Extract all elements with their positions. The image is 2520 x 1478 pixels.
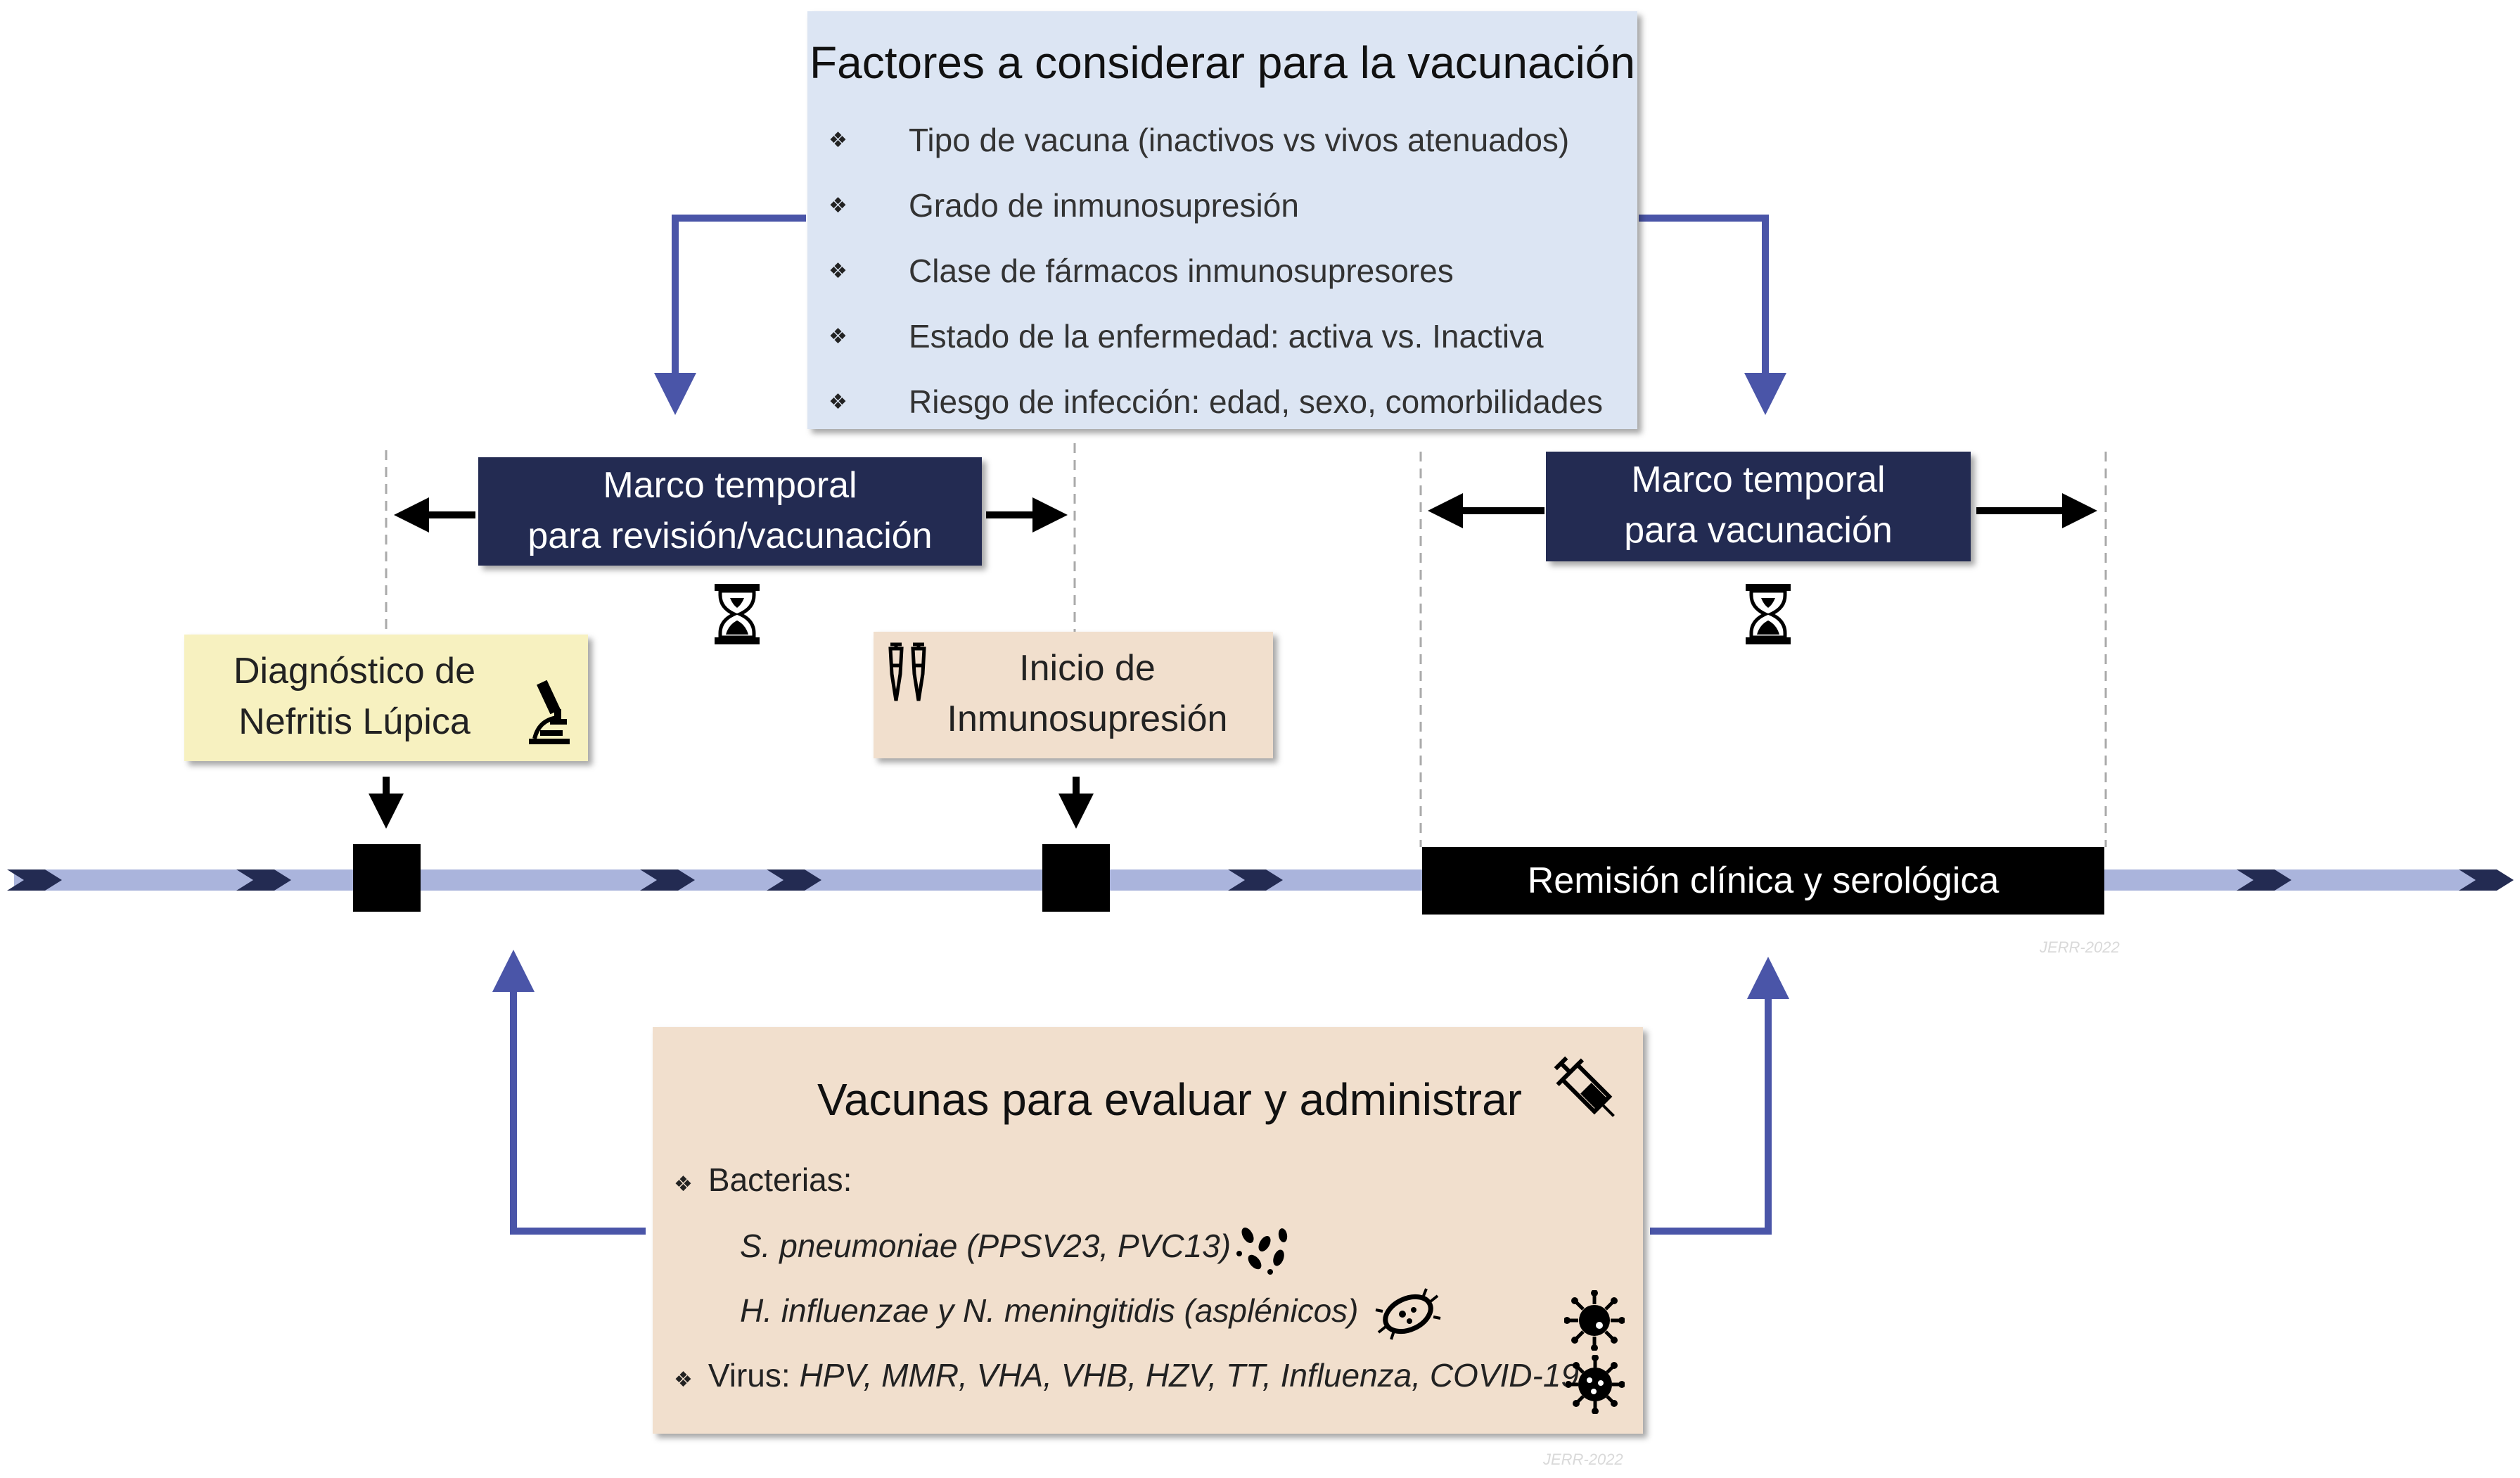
factors-box: Factores a considerar para la vacunación…: [807, 11, 1637, 429]
list-item: ❖ Clase de fármacos inmunosupresores: [829, 252, 1603, 317]
virus-icon: [1566, 1355, 1625, 1414]
virus-list: HPV, MMR, VHA, VHB, HZV, TT, Influenza, …: [799, 1357, 1579, 1394]
vaccines-box: Vacunas para evaluar y administrar ❖ Bact…: [653, 1027, 1643, 1434]
bullet-icon: ❖: [829, 129, 848, 152]
bullet-icon: ❖: [829, 390, 848, 414]
bullet-icon: ❖: [829, 260, 848, 283]
list-item: ❖ Grado de inmunosupresión: [829, 186, 1603, 252]
bullet-icon: ❖: [674, 1368, 693, 1391]
immunosuppression-line-2: Inmunosupresión: [947, 699, 1228, 739]
crutches-icon: [886, 642, 928, 702]
frame-guides: [385, 443, 2107, 847]
factor-text: Clase de fármacos inmunosupresores: [909, 253, 1454, 289]
watermark: JERR-2022: [1543, 1451, 1623, 1468]
factors-list: ❖ Tipo de vacuna (inactivos vs vivos aten…: [829, 121, 1603, 448]
watermark: JERR-2022: [2040, 938, 2120, 956]
immunosuppression-box: Inicio de Inmunosupresión: [874, 632, 1273, 758]
frame-arrows: [394, 493, 2097, 533]
bullet-icon: ❖: [829, 194, 848, 217]
vaccines-connectors: [492, 950, 1789, 1235]
frame-line-1: Marco temporal: [1631, 459, 1886, 500]
microscope-icon: [525, 678, 574, 746]
frame-line-2: para revisión/vacunación: [527, 516, 933, 556]
list-item: ❖ Estado de la enfermedad: activa vs. Ina…: [829, 317, 1603, 383]
bacteria-row: ❖ Bacterias:: [674, 1161, 852, 1199]
diagnosis-line-1: Diagnóstico de: [234, 651, 475, 692]
factor-text: Riesgo de infección: edad, sexo, comorbi…: [909, 383, 1604, 420]
list-item: ❖ Riesgo de infección: edad, sexo, comorb…: [829, 383, 1603, 448]
factors-title: Factores a considerar para la vacunación: [810, 37, 1635, 88]
factor-text: Grado de inmunosupresión: [909, 187, 1299, 224]
influenzae-row: H. influenzae y N. meningitidis (aspléni…: [740, 1292, 1359, 1329]
event-arrows: [369, 777, 1094, 829]
bacteria-label: Bacterias:: [708, 1161, 852, 1198]
remission-bar: Remisión clínica y serológica: [1422, 847, 2104, 915]
immunosuppression-marker: [1042, 844, 1110, 912]
diagnosis-line-2: Nefritis Lúpica: [238, 701, 471, 742]
hourglass-icon: [1744, 582, 1792, 646]
hourglass-icon: [713, 582, 761, 646]
list-item: ❖ Tipo de vacuna (inactivos vs vivos aten…: [829, 121, 1603, 186]
frame-line-1: Marco temporal: [603, 465, 857, 506]
syringe-icon: [1549, 1051, 1626, 1128]
immunosuppression-line-1: Inicio de: [1019, 648, 1156, 689]
diagnosis-marker: [353, 844, 421, 912]
bullet-icon: ❖: [829, 325, 848, 348]
virus-icon: [1564, 1290, 1625, 1351]
factor-text: Tipo de vacuna (inactivos vs vivos atenu…: [909, 122, 1570, 158]
factors-connectors: [654, 215, 1786, 415]
virus-row: ❖ Virus: HPV, MMR, VHA, VHB, HZV, TT, Inf…: [674, 1356, 1579, 1394]
bacteria-icon: [1234, 1225, 1294, 1278]
factor-text: Estado de la enfermedad: activa vs. Inac…: [909, 318, 1544, 355]
virus-label: Virus:: [708, 1357, 800, 1394]
bacterium-icon: [1374, 1286, 1442, 1342]
diagnosis-box: Diagnóstico de Nefritis Lúpica: [184, 635, 588, 761]
frame-vaccination: Marco temporal para vacunación: [1546, 452, 1971, 561]
pneumoniae-row: S. pneumoniae (PPSV23, PVC13): [740, 1228, 1232, 1264]
timeline: [7, 844, 2514, 912]
bullet-icon: ❖: [674, 1173, 693, 1196]
frame-line-2: para vacunación: [1624, 510, 1893, 551]
frame-review-vaccination: Marco temporal para revisión/vacunación: [478, 457, 982, 566]
timeline-chevrons: [7, 869, 2514, 891]
vaccines-title: Vacunas para evaluar y administrar: [817, 1074, 1522, 1125]
